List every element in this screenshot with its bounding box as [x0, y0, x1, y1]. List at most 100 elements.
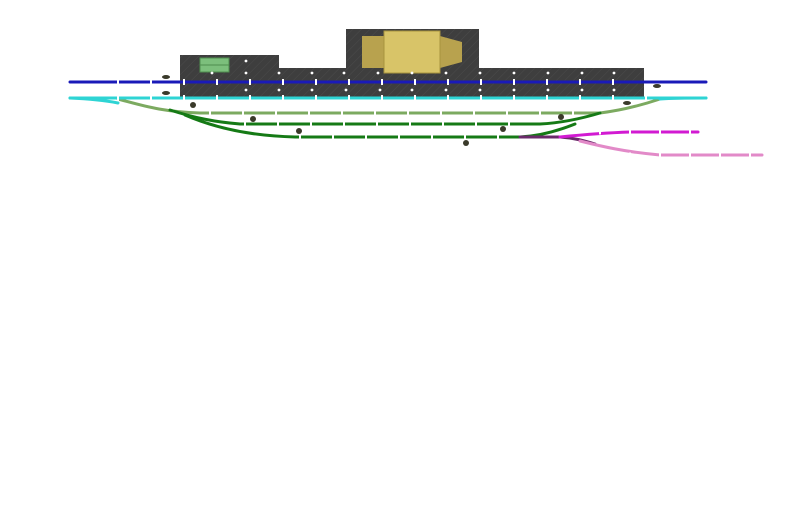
main-lower-sleeper [612, 95, 614, 101]
yard-outer-sleeper [341, 110, 343, 116]
platform-dot [310, 88, 314, 92]
main-upper-sleeper [579, 79, 581, 85]
siding-upper-sleeper [629, 129, 631, 135]
yard-outer-sleeper [242, 110, 244, 116]
main-upper-sleeper [414, 79, 416, 85]
platform-dot [444, 88, 448, 92]
yard-2-sleeper [365, 134, 367, 140]
platform-dot [410, 88, 414, 92]
marker [653, 84, 661, 88]
platform-dot [210, 71, 214, 75]
platform-dot [310, 71, 314, 75]
main-upper-sleeper [249, 79, 251, 85]
marker [500, 126, 506, 132]
yard-2-sleeper [398, 134, 400, 140]
siding-upper-sleeper [599, 129, 601, 135]
yard-outer-sleeper [572, 110, 574, 116]
marker [558, 114, 564, 120]
main-upper-sleeper [447, 79, 449, 85]
yard-outer-sleeper [539, 110, 541, 116]
platform-dot [612, 88, 616, 92]
main-lower-sleeper [249, 95, 251, 101]
marker [250, 116, 256, 122]
platform-dot [244, 71, 248, 75]
siding-lower-sleeper [659, 152, 661, 158]
main-upper-sleeper [282, 79, 284, 85]
main-lower-sleeper [117, 95, 119, 101]
platform-dot [342, 71, 346, 75]
platform-dot [378, 88, 382, 92]
yard-1-sleeper [376, 121, 378, 127]
yard-outer-sleeper [440, 110, 442, 116]
yard-2-sleeper [299, 134, 301, 140]
yard-outer-sleeper [209, 110, 211, 116]
platform-dot [344, 88, 348, 92]
main-upper-sleeper [150, 79, 152, 85]
buildings [199, 30, 462, 74]
marker [623, 101, 631, 105]
main-lower-sleeper [381, 95, 383, 101]
yard-outer-sleeper [374, 110, 376, 116]
track-main-lower-curve-left [68, 96, 120, 105]
main-upper-sleeper [315, 79, 317, 85]
marker [162, 91, 170, 95]
main-lower-sleeper [480, 95, 482, 101]
sleepers [117, 59, 751, 158]
platform-dot [410, 71, 414, 75]
main-lower-sleeper [414, 95, 416, 101]
signal-markers [162, 75, 661, 146]
main-upper-sleeper [612, 79, 614, 85]
main-upper-sleeper [546, 79, 548, 85]
yard-2-sleeper [431, 134, 433, 140]
marker [296, 128, 302, 134]
main-lower-sleeper [315, 95, 317, 101]
yard-2-sleeper [464, 134, 466, 140]
yard-1-sleeper [343, 121, 345, 127]
main-lower-sleeper [579, 95, 581, 101]
platform-dot [444, 71, 448, 75]
yard-outer-sleeper [308, 110, 310, 116]
platform-dot [244, 88, 248, 92]
platform-dot [580, 71, 584, 75]
siding-lower-sleeper [629, 152, 631, 158]
station-building [383, 30, 441, 74]
track-yard-outer [116, 97, 662, 115]
yard-outer-sleeper [473, 110, 475, 116]
yard-2-sleeper [497, 134, 499, 140]
yard-2-sleeper [332, 134, 334, 140]
main-lower-sleeper [447, 95, 449, 101]
platform-dot [478, 88, 482, 92]
tracks [68, 80, 764, 157]
yard-1-sleeper [244, 121, 246, 127]
platform-dot [580, 88, 584, 92]
yard-1-sleeper [442, 121, 444, 127]
platform-dot [478, 71, 482, 75]
track-yard-2 [183, 113, 577, 139]
main-lower-sleeper [513, 95, 515, 101]
yard-1-sleeper [475, 121, 477, 127]
siding-lower-sleeper [749, 152, 751, 158]
yard-1-sleeper [409, 121, 411, 127]
main-lower-sleeper [150, 95, 152, 101]
yard-1-sleeper [277, 121, 279, 127]
main-upper-sleeper [480, 79, 482, 85]
main-lower-sleeper [216, 95, 218, 101]
siding-lower-sleeper [689, 152, 691, 158]
platform-dot [277, 88, 281, 92]
station-building-outer [362, 36, 462, 68]
main-lower-sleeper [546, 95, 548, 101]
main-lower-sleeper [282, 95, 284, 101]
siding-upper-sleeper [689, 129, 691, 135]
platform-dot [244, 59, 248, 63]
siding-upper-sleeper [659, 129, 661, 135]
main-upper-sleeper [381, 79, 383, 85]
main-lower-sleeper [348, 95, 350, 101]
track-siding-lower [578, 139, 764, 157]
marker [463, 140, 469, 146]
platform-dot [612, 71, 616, 75]
yard-outer-sleeper [506, 110, 508, 116]
siding-lower-sleeper [719, 152, 721, 158]
platform-dot [546, 88, 550, 92]
platform-dot [512, 71, 516, 75]
